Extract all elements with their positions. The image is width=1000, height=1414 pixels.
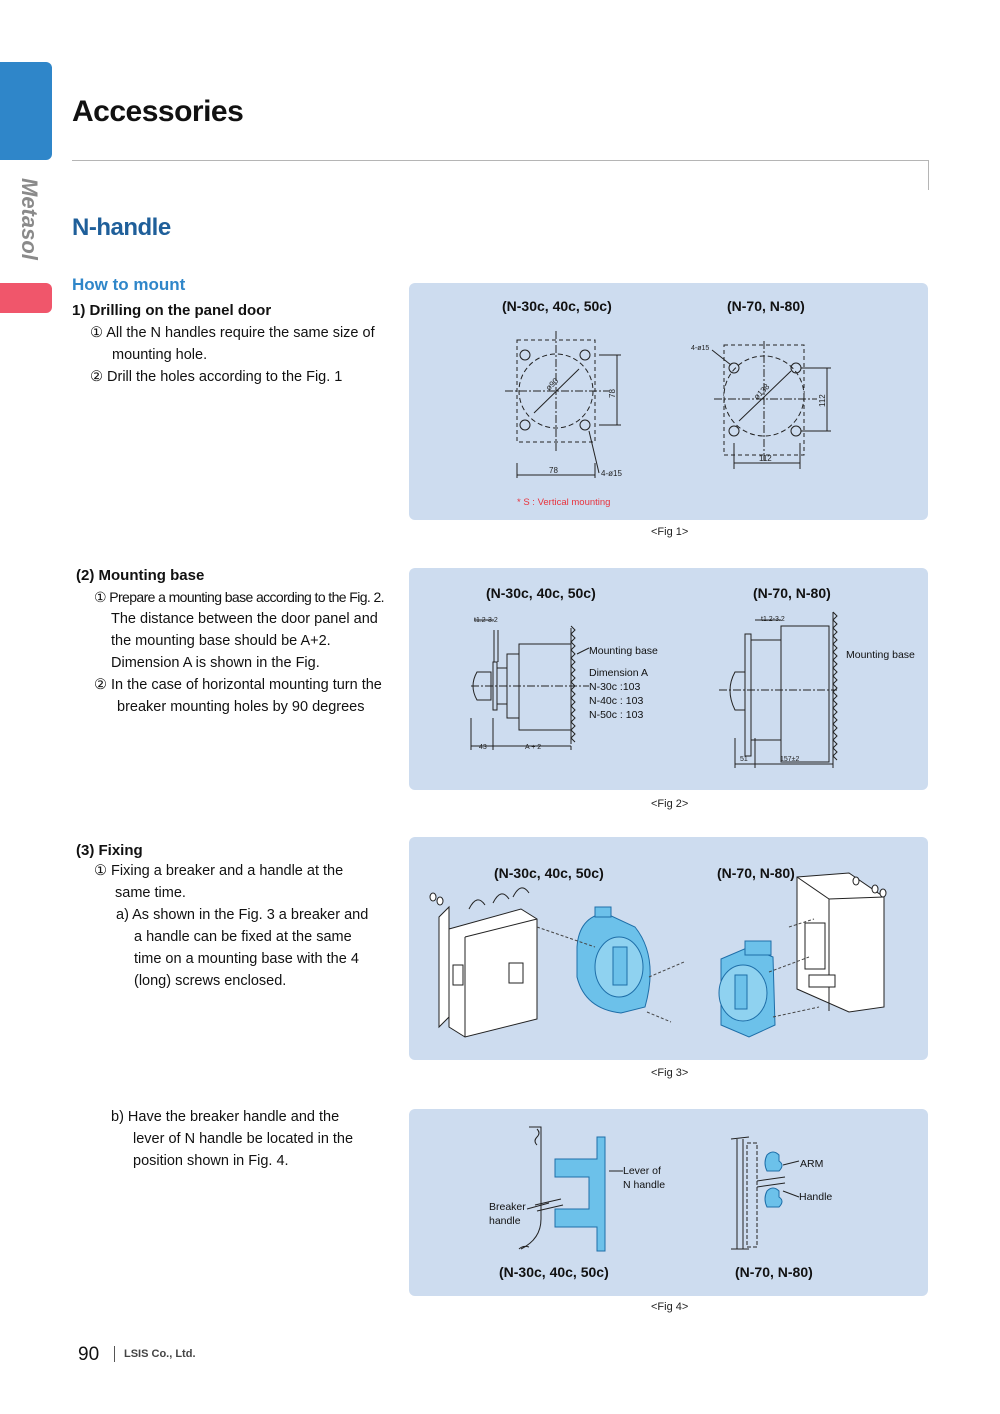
fig4-drawing: Lever of N handle Breaker handle ARM Han… (489, 1126, 832, 1280)
fig2-mounting-base-left: Mounting base (589, 645, 658, 657)
step3-text: ① Fixing a breaker and a handle at the s… (94, 863, 369, 989)
footer-divider (114, 1346, 115, 1362)
fig4-panel: Lever of N handle Breaker handle ARM Han… (409, 1109, 928, 1296)
fig2-dim-40: N-40c : 103 (589, 695, 643, 707)
subsection-title: How to mount (72, 275, 186, 294)
fig4-handle: Handle (799, 1191, 832, 1203)
section-title: N-handle (72, 214, 171, 241)
fig4-breaker-1: Breaker (489, 1201, 526, 1213)
side-label: Metasol (17, 178, 42, 260)
fig3-right-breaker (796, 872, 885, 1013)
fig2-right-t: t1.2-3.2 (761, 616, 785, 623)
fig4-lever-2: N handle (623, 1179, 665, 1191)
fig4-breaker-2: handle (489, 1215, 521, 1227)
fig1-caption: <Fig 1> (651, 526, 689, 538)
fig2-left-a2: A + 2 (525, 744, 541, 751)
step2-text: ① Prepare a mounting base according to t… (94, 589, 385, 715)
side-tab-pink (0, 283, 52, 313)
title-divider (72, 160, 928, 161)
step2-heading: (2) Mounting base (76, 567, 205, 584)
fig2-right-assembly (719, 611, 838, 768)
step1-heading: 1) Drilling on the panel door (72, 302, 272, 319)
fig3-screws-right (852, 876, 887, 898)
fig1-left-holes: 4-ø15 (601, 469, 622, 478)
fig2-mounting-base-right: Mounting base (846, 649, 915, 661)
fig4-right-breaker (730, 1136, 786, 1250)
fig3-left-guides (536, 926, 685, 1023)
fig4-left-lever (554, 1136, 606, 1252)
page-title: Accessories (72, 95, 244, 128)
fig1-left-height: 78 (608, 389, 617, 398)
fig3-right-title: (N-70, N-80) (717, 865, 795, 881)
fig4-breaker-leader (526, 1202, 550, 1210)
fig3-left-handle (576, 906, 651, 1014)
fig3-panel: (N-30c, 40c, 50c) (N-70, N-80) (409, 837, 928, 1060)
fig4-arm-leader (782, 1160, 800, 1166)
fig4-right-arm (764, 1151, 783, 1208)
fig1-right-hole-pattern (711, 341, 831, 469)
fig1-drawing: (N-30c, 40c, 50c) (N-70, N-80) ø90 78 78… (502, 298, 831, 508)
fig4-right-title: (N-70, N-80) (735, 1264, 813, 1280)
fig2-panel: (N-30c, 40c, 50c) (N-70, N-80) t1.2-3.2 … (409, 568, 928, 790)
fig2-left-t: t1.2-3.2 (474, 617, 498, 624)
fig1-note: * S : Vertical mounting (517, 497, 610, 508)
fig3-left-title: (N-30c, 40c, 50c) (494, 865, 604, 881)
fig1-left-width: 78 (549, 466, 558, 475)
side-tab-blue (0, 62, 52, 160)
fig1-right-height: 112 (818, 394, 827, 407)
fig3-right-guides (768, 918, 820, 1018)
fig2-drawing: (N-30c, 40c, 50c) (N-70, N-80) t1.2-3.2 … (470, 585, 915, 768)
fig2-caption: <Fig 2> (651, 798, 689, 810)
step3b-text: b) Have the breaker handle and the lever… (111, 1109, 354, 1169)
step1-item-1: ① All the N handles require the same siz… (90, 325, 375, 385)
fig4-left-breaker (518, 1126, 564, 1250)
fig1-panel: (N-30c, 40c, 50c) (N-70, N-80) ø90 78 78… (409, 283, 928, 520)
fig3-screws-left (429, 892, 444, 906)
fig3-right-handle (718, 940, 776, 1038)
fig1-right-holes: 4-ø15 (691, 345, 709, 352)
fig4-caption: <Fig 4> (651, 1301, 689, 1313)
page-number: 90 (78, 1344, 100, 1365)
fig4-handle-leader (782, 1190, 800, 1198)
fig1-left-title: (N-30c, 40c, 50c) (502, 298, 612, 314)
fig2-dim-title: Dimension A (589, 667, 648, 679)
fig3-drawing: (N-30c, 40c, 50c) (N-70, N-80) (429, 865, 887, 1038)
fig2-dim-50: N-50c : 103 (589, 709, 643, 721)
fig1-left-hole-pattern (505, 331, 621, 478)
fig3-caption: <Fig 3> (651, 1067, 689, 1079)
title-divider-end (928, 160, 929, 190)
fig2-right-51: 51 (740, 756, 748, 763)
fig1-right-width: 112 (759, 454, 772, 463)
fig2-right-title: (N-70, N-80) (753, 585, 831, 601)
fig2-left-title: (N-30c, 40c, 50c) (486, 585, 596, 601)
company-name: LSIS Co., Ltd. (124, 1348, 196, 1360)
fig2-left-assembly (470, 619, 590, 750)
fig4-arm: ARM (800, 1158, 823, 1170)
fig2-dim-30: N-30c :103 (589, 681, 641, 693)
fig1-right-title: (N-70, N-80) (727, 298, 805, 314)
fig4-left-title: (N-30c, 40c, 50c) (499, 1264, 609, 1280)
step3-heading: (3) Fixing (76, 842, 143, 859)
fig2-right-157: 157±2 (780, 756, 800, 763)
fig3-left-breaker (438, 887, 538, 1038)
fig2-left-43: 43 (479, 744, 487, 751)
fig4-lever-1: Lever of (623, 1165, 661, 1177)
